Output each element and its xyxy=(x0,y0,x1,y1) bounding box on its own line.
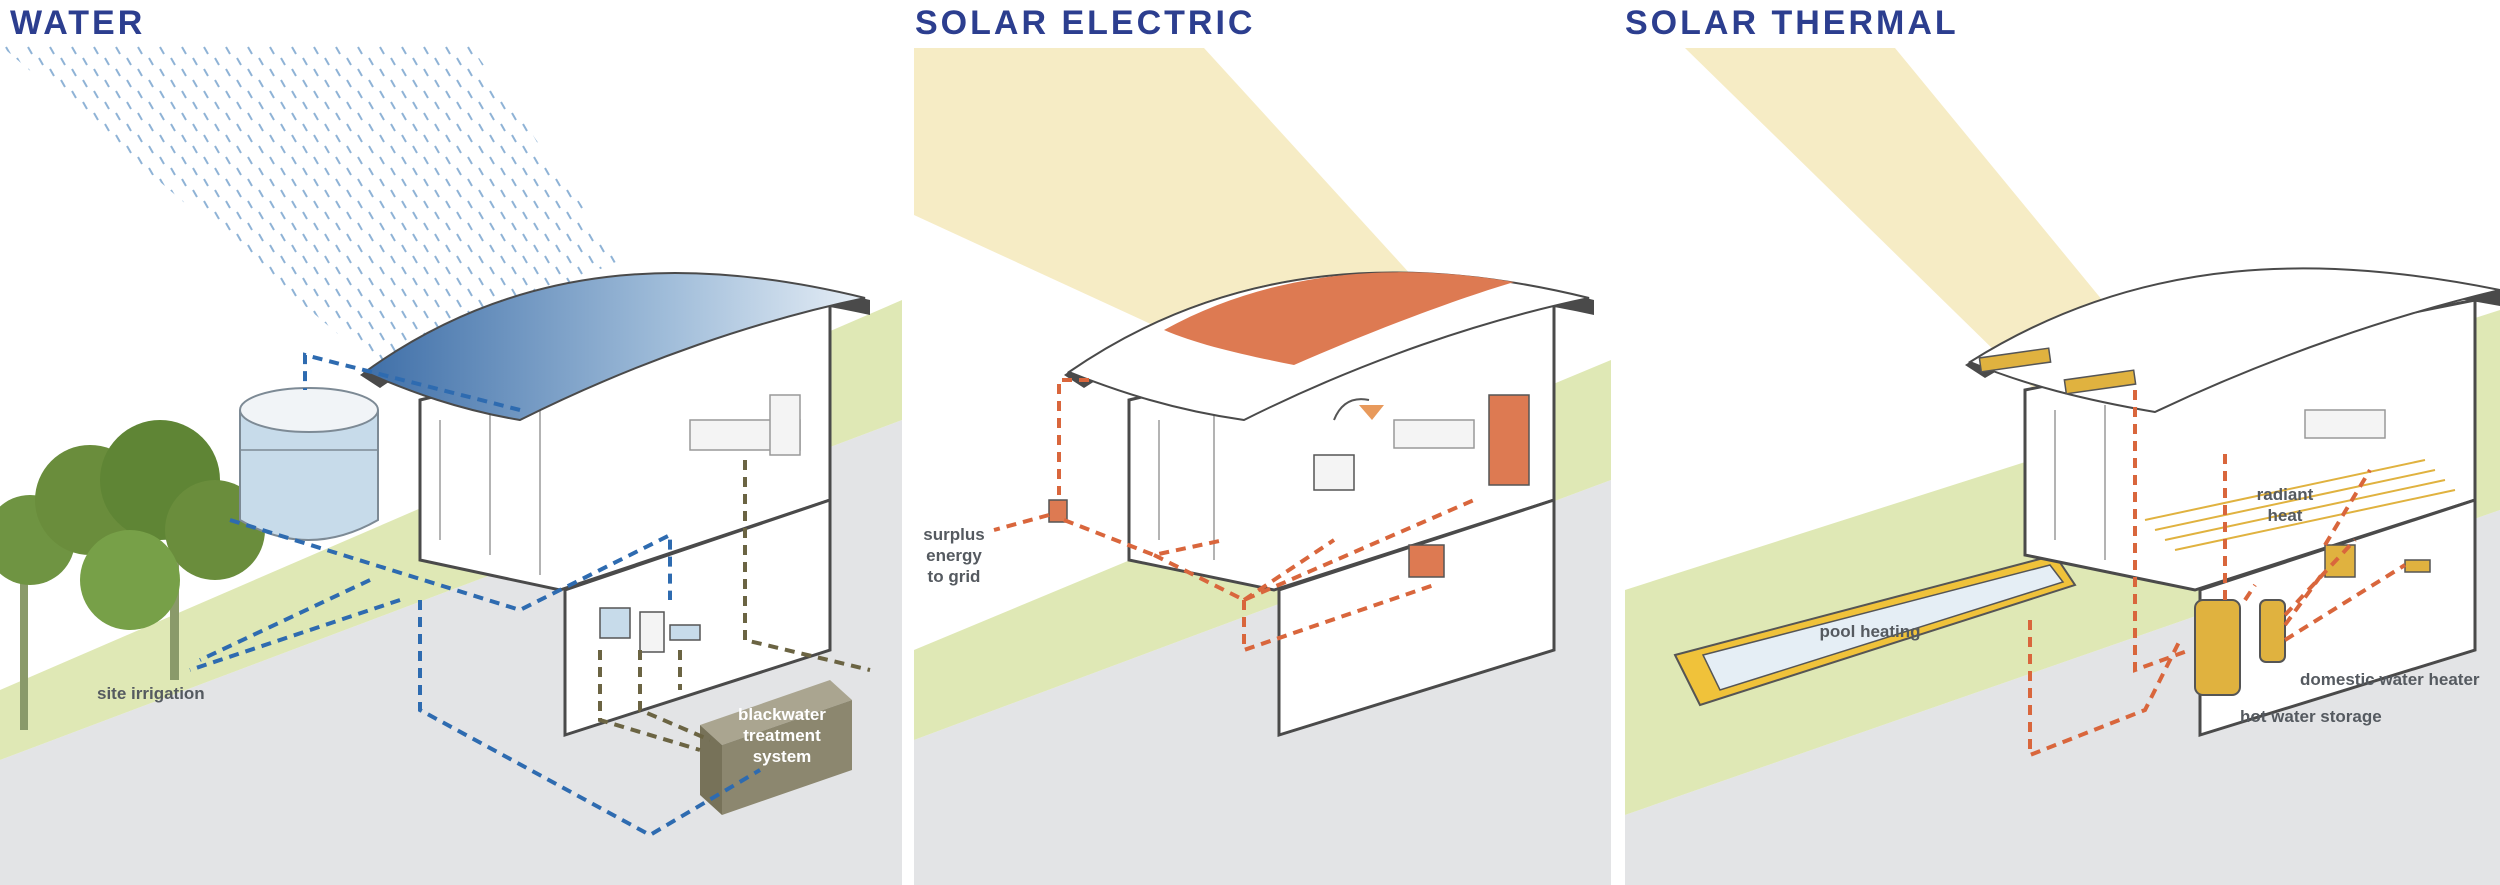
chair xyxy=(1313,454,1355,491)
blackwater-label-2: treatment xyxy=(743,726,821,745)
radiant-heat-label-2: heat xyxy=(2268,506,2303,525)
surplus-label-3: to grid xyxy=(928,567,981,586)
water-panel: site irrigation blackwater treatment sys… xyxy=(0,0,902,885)
electric-flow-lines xyxy=(993,378,1475,653)
greywater-flow-lines xyxy=(598,460,871,752)
rain xyxy=(0,45,620,370)
solar-thermal-diagram: radiant heat pool heating domestic water… xyxy=(1625,48,2500,885)
domestic-water-heater-label: domestic water heater xyxy=(2300,670,2480,689)
roof-collector xyxy=(363,271,866,422)
hot-water-storage-label: hot water storage xyxy=(2240,707,2382,726)
solar-electric-panel: surplus energy to grid SOLAR ELECTRIC xyxy=(914,0,1611,885)
divider-2 xyxy=(1611,0,1625,885)
hot-water-storage-tank xyxy=(2194,599,2241,696)
water-diagram: site irrigation blackwater treatment sys… xyxy=(0,45,902,885)
pool-heating-label: pool heating xyxy=(1819,622,1920,641)
surplus-label-2: energy xyxy=(926,546,982,565)
blackwater-label-1: blackwater xyxy=(738,705,826,724)
surplus-label-1: surplus xyxy=(923,525,984,544)
washer xyxy=(1408,544,1445,578)
fridge xyxy=(1488,394,1530,486)
domestic-water-heater-tank xyxy=(2259,599,2286,663)
radiant-heat-label-1: radiant xyxy=(2257,485,2314,504)
blackwater-box xyxy=(700,680,852,815)
pv-panels xyxy=(1164,272,1514,365)
site-irrigation-label: site irrigation xyxy=(97,684,205,703)
radiant-floor-coils xyxy=(2144,459,2456,551)
cistern xyxy=(239,387,379,541)
thermal-collector-2 xyxy=(2063,369,2137,395)
water-title: WATER xyxy=(10,4,146,42)
thermal-collector-1 xyxy=(1978,347,2052,373)
solar-thermal-title: SOLAR THERMAL xyxy=(1625,4,1959,42)
blackwater-label-3: system xyxy=(753,747,812,766)
house-lower xyxy=(1277,497,1556,738)
house-lower xyxy=(563,497,832,738)
water-flow-lines xyxy=(189,352,762,838)
sink xyxy=(2404,559,2431,573)
solar-thermal-panel: radiant heat pool heating domestic water… xyxy=(1625,0,2500,885)
sunlight-beam xyxy=(1685,48,2135,400)
pool xyxy=(1673,553,2077,707)
washer xyxy=(2324,544,2356,578)
divider-1 xyxy=(902,0,914,885)
solar-electric-title: SOLAR ELECTRIC xyxy=(915,4,1256,42)
solar-electric-diagram: surplus energy to grid xyxy=(914,48,1611,885)
thermal-flow-lines xyxy=(2028,390,2407,758)
inverter xyxy=(1048,499,1068,523)
